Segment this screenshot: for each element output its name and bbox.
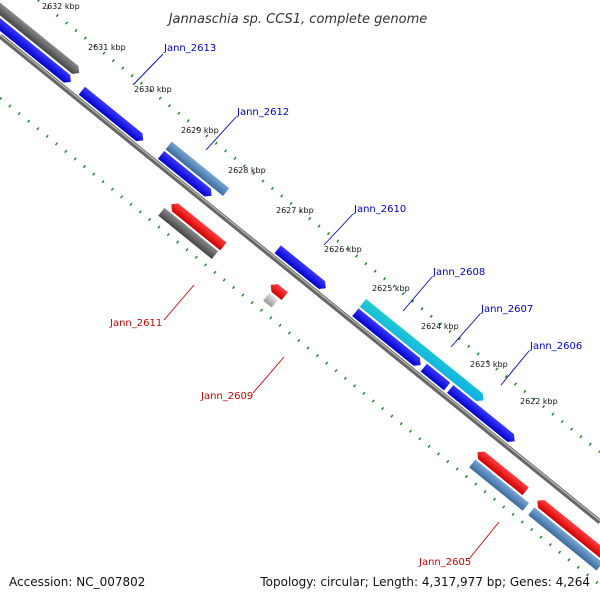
gene-arrow-jann-2605-red [477, 451, 529, 496]
gene-label-jann-2613: Jann_2613 [163, 43, 216, 54]
scale-labels: 2632 kbp 2631 kbp 2630 kbp 2629 kbp 2628… [42, 2, 558, 406]
inner-tick-track [0, 96, 600, 587]
gene-arrow-jann-2613 [78, 86, 144, 142]
gene-arrow-jann-2609-red [270, 284, 288, 301]
genome-summary-text: Topology: circular; Length: 4,317,977 bp… [259, 575, 590, 589]
gene-arrow-jann-2609 [263, 292, 278, 308]
leader-jann-2610 [323, 213, 354, 246]
gene-label-jann-2606: Jann_2606 [529, 341, 582, 352]
scale-label: 2628 kbp [228, 166, 266, 175]
leader-lines [132, 53, 530, 560]
feature-track [0, 0, 600, 571]
gene-arrow-jann-2606 [447, 385, 515, 442]
scale-label: 2630 kbp [134, 85, 172, 94]
gene-arrow-steel-lower-right [528, 507, 600, 571]
outer-tick-track [37, 0, 600, 454]
gene-label-jann-2610: Jann_2610 [353, 204, 406, 215]
gene-arrow-jann-2607b [420, 363, 451, 391]
gene-label-jann-2609: Jann_2609 [200, 391, 253, 402]
tick-tracks [0, 0, 600, 587]
leader-jann-2608 [402, 276, 433, 312]
leader-jann-2606 [500, 350, 530, 386]
leader-jann-2607 [450, 313, 481, 348]
gene-arrow-jann-2611 [158, 207, 219, 260]
gene-arrow-jann-2608 [359, 298, 484, 402]
gene-label-jann-2612: Jann_2612 [236, 107, 289, 118]
leader-jann-2605 [468, 521, 500, 560]
leader-jann-2612 [205, 116, 237, 151]
gene-label-jann-2605: Jann_2605 [418, 557, 471, 568]
scale-label: 2631 kbp [88, 43, 126, 52]
gene-arrow-jann-2612 [157, 150, 212, 197]
gene-arrow-red-lower-right [537, 499, 600, 562]
genome-backbone [0, 34, 600, 524]
gene-arrow-blue-top [0, 0, 71, 83]
gene-label-jann-2611: Jann_2611 [109, 318, 162, 329]
map-title: Jannaschia sp. CCS1, complete genome [166, 12, 428, 27]
gene-arrow-jann-2610 [274, 245, 326, 290]
gene-arrow-jann-2605 [469, 459, 530, 511]
gene-arrow-jann-2611-red [171, 203, 227, 251]
gene-label-jann-2608: Jann_2608 [432, 267, 485, 278]
scale-label: 2629 kbp [181, 126, 219, 135]
scale-label: 2623 kbp [470, 360, 508, 369]
gene-arrow-jann-2612-steel [165, 141, 230, 196]
gene-labels: Jann_2613 Jann_2612 Jann_2610 Jann_2608 … [109, 43, 582, 568]
scale-label: 2632 kbp [42, 2, 80, 11]
scale-label: 2624 kbp [421, 322, 459, 331]
leader-jann-2613 [132, 53, 164, 86]
scale-label: 2626 kbp [324, 245, 362, 254]
scale-label: 2625 kbp [372, 284, 410, 293]
scale-label: 2622 kbp [520, 397, 558, 406]
accession-text: Accession: NC_007802 [9, 575, 145, 589]
gene-label-jann-2607: Jann_2607 [480, 304, 533, 315]
gene-arrow-gray-top [0, 0, 80, 74]
gene-arrow-jann-2607 [352, 308, 421, 366]
leader-jann-2609 [252, 356, 285, 394]
scale-label: 2627 kbp [276, 206, 314, 215]
leader-jann-2611 [163, 284, 195, 321]
